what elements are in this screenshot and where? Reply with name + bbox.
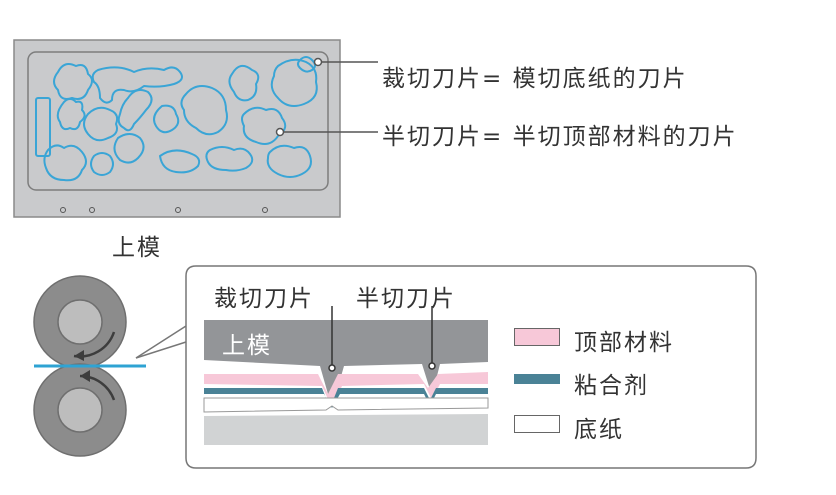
cross-section: [203, 306, 489, 445]
adhesive-layer: [204, 388, 488, 408]
callout-die-cut-label: 裁切刀片= 模切底纸的刀片: [382, 66, 688, 92]
callout-kiss-cut-label: 半切刀片= 半切顶部材料的刀片: [382, 124, 738, 150]
cross-section-illustration: [33, 265, 757, 469]
lower-anvil: [204, 414, 488, 445]
mounting-hole: [60, 207, 66, 213]
legend-label-adhesive: 粘合剂: [574, 373, 649, 399]
mounting-hole: [175, 207, 181, 213]
liner-layer: [203, 397, 489, 413]
kiss-cut-blade-shapes: [43, 56, 318, 182]
legend-label-top-material: 顶部材料: [574, 330, 674, 356]
legend-label-liner: 底纸: [574, 417, 624, 443]
legend-swatch-top-material: [514, 328, 560, 346]
lower-roller: [33, 363, 127, 457]
top-material-layer: [204, 372, 488, 408]
mounting-hole: [89, 207, 95, 213]
legend-swatch-liner: [514, 415, 560, 433]
mounting-hole: [262, 207, 268, 213]
upper-die-section: [204, 320, 488, 408]
die-caption: 上模: [112, 235, 162, 261]
upper-roller: [33, 275, 127, 369]
die-cut-blade-label: 裁切刀片: [214, 286, 314, 312]
die-cut-blade-shape: [35, 97, 51, 157]
legend-swatch-adhesive: [514, 374, 560, 384]
die-plate-illustration: [13, 39, 378, 218]
kiss-cut-blade-label: 半切刀片: [356, 286, 456, 312]
callout-dot: [275, 127, 285, 137]
callout-dot: [313, 57, 323, 67]
upper-die-label: 上模: [222, 333, 272, 359]
